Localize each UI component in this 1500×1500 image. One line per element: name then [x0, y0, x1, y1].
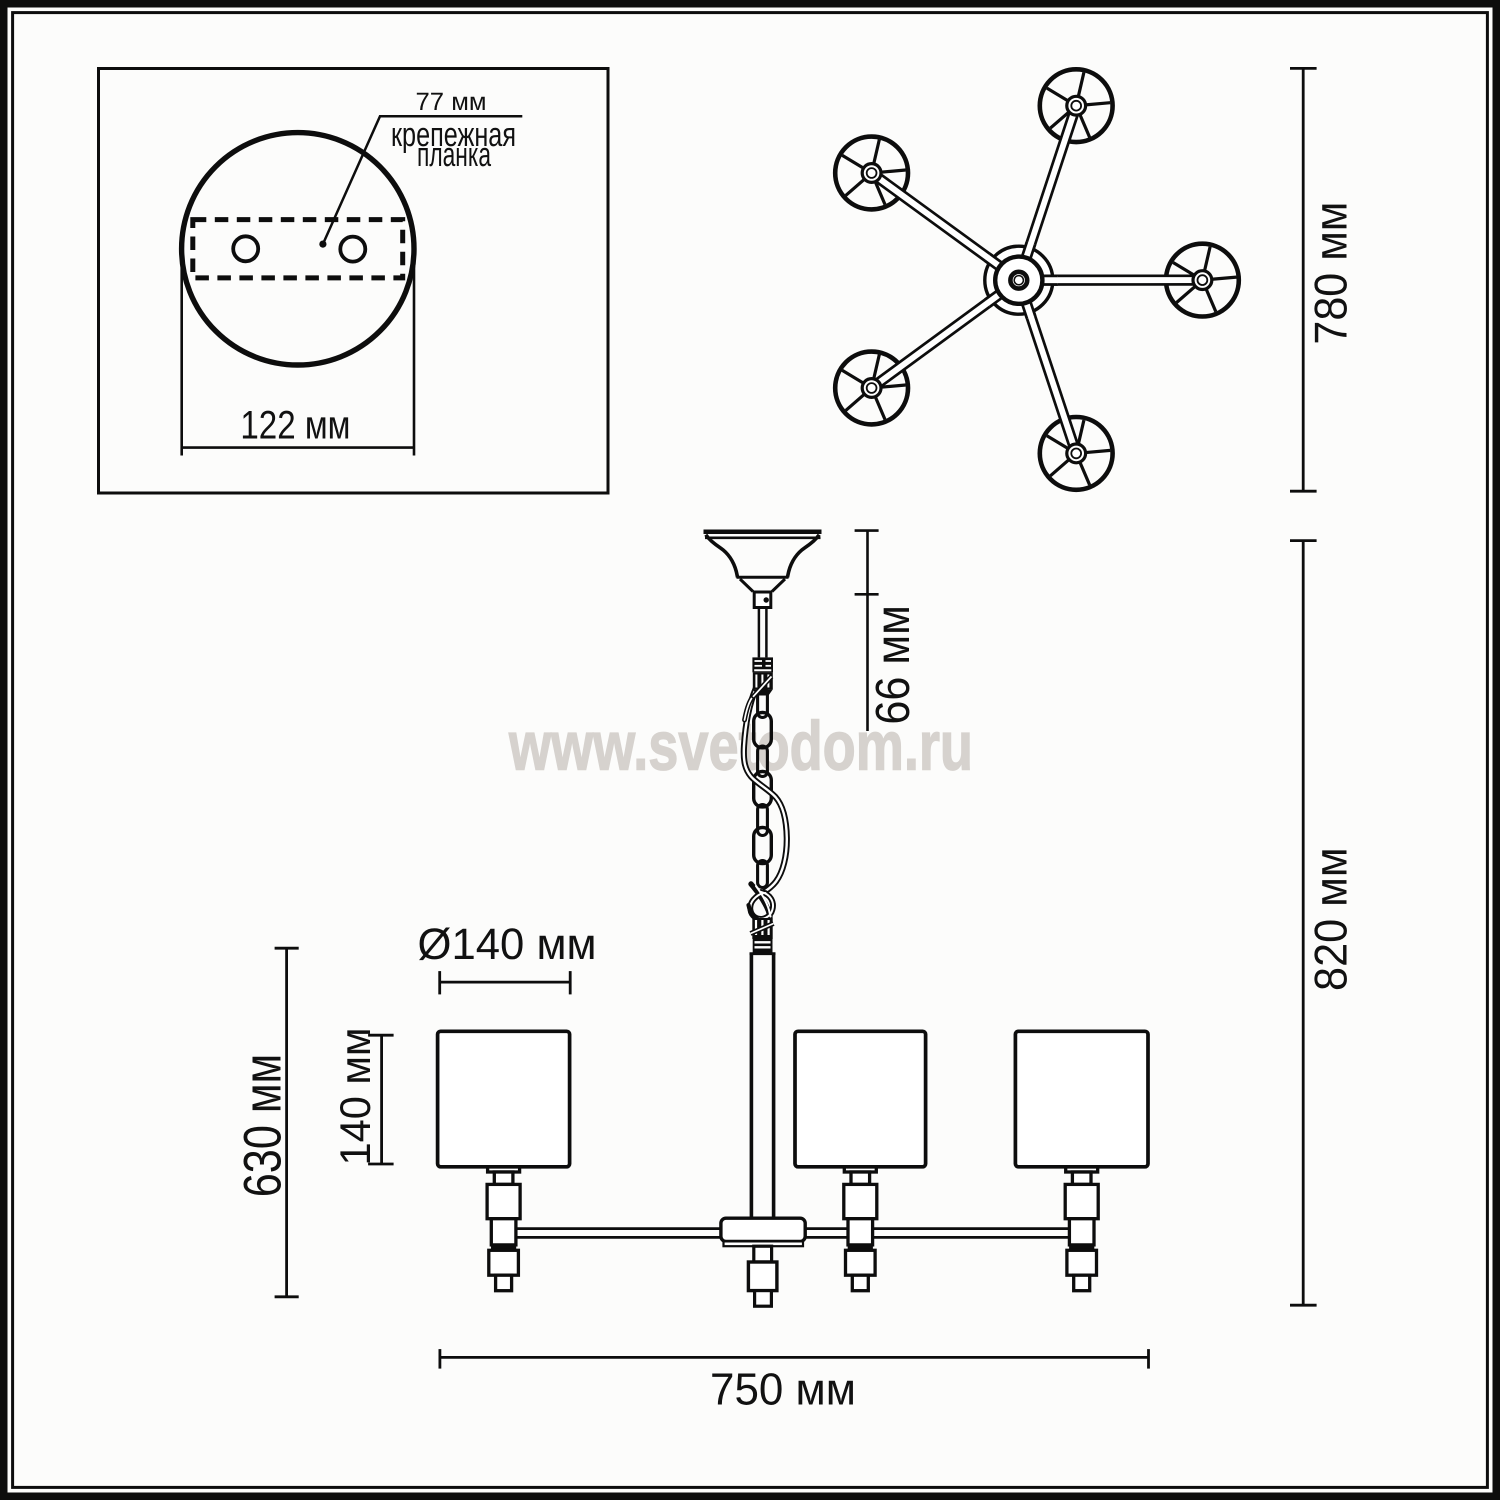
svg-text:77 мм: 77 мм — [416, 88, 487, 116]
svg-text:780 мм: 780 мм — [1304, 202, 1356, 345]
svg-text:www.svetodom.ru: www.svetodom.ru — [508, 708, 973, 785]
svg-text:крепежная: крепежная — [391, 116, 516, 154]
svg-text:планка: планка — [417, 136, 491, 174]
svg-text:140 мм: 140 мм — [332, 1028, 380, 1166]
svg-text:750 мм: 750 мм — [710, 1364, 856, 1415]
svg-text:630 мм: 630 мм — [234, 1054, 293, 1197]
svg-text:Ø140 мм: Ø140 мм — [418, 920, 597, 969]
svg-text:122 мм: 122 мм — [240, 404, 350, 448]
svg-text:820 мм: 820 мм — [1304, 847, 1356, 991]
svg-text:66 мм: 66 мм — [867, 605, 920, 725]
